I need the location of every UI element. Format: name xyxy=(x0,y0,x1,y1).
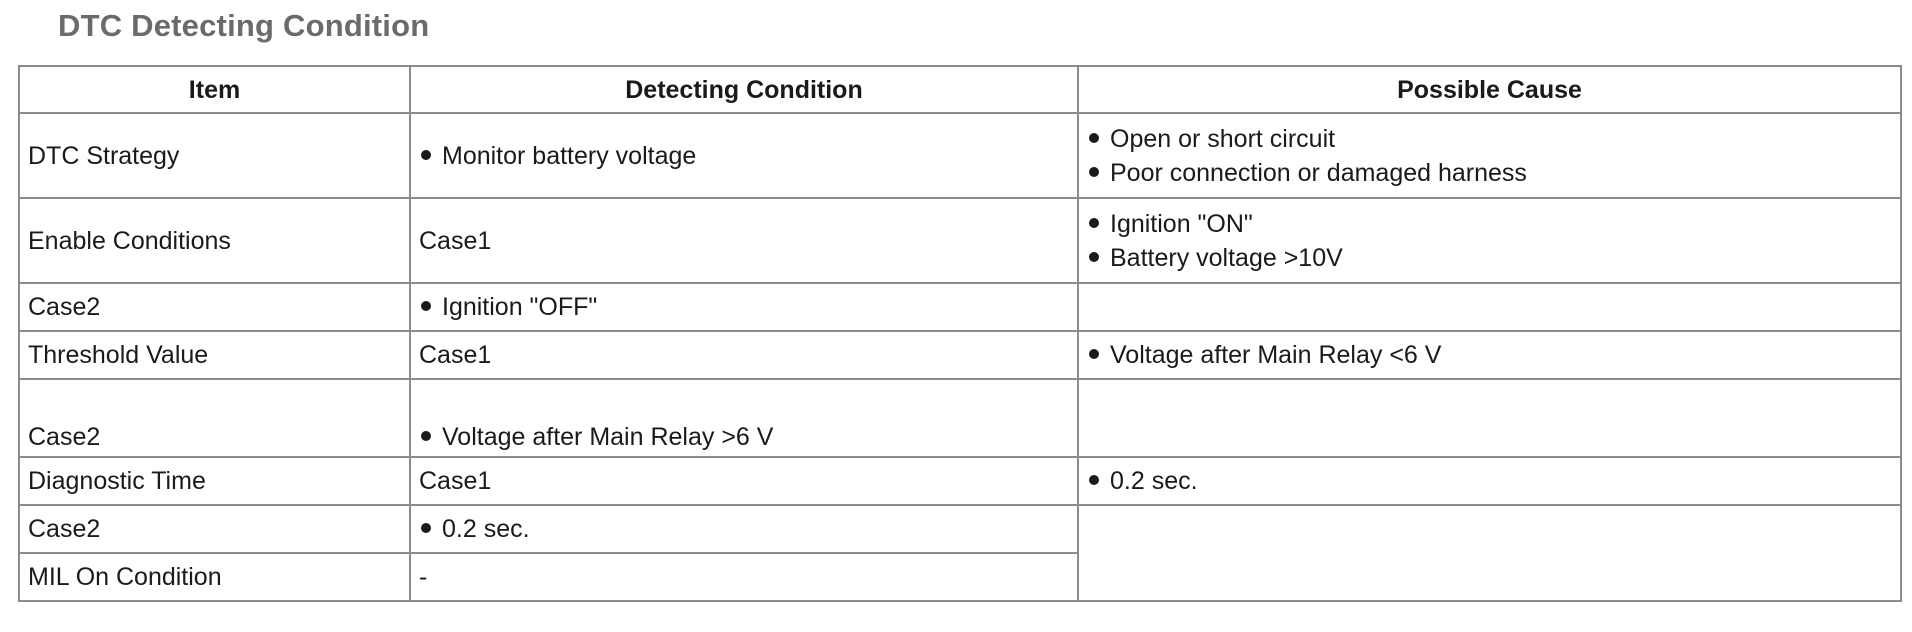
cell-item-dtc-strategy: DTC Strategy xyxy=(18,112,411,199)
cell-condition-enable-case2: Ignition "OFF" xyxy=(409,282,1079,332)
list-item: Voltage after Main Relay <6 V xyxy=(1087,338,1892,372)
table-row: MIL On Condition - xyxy=(18,552,1901,602)
cell-condition-threshold-case2: Voltage after Main Relay >6 V xyxy=(409,378,1079,458)
header-detecting-condition: Detecting Condition xyxy=(409,65,1079,114)
bullet-icon xyxy=(421,523,431,534)
bullet-icon xyxy=(421,149,431,160)
cell-condition-mil-on: - xyxy=(409,552,1079,602)
list-item: 0.2 sec. xyxy=(1087,464,1892,498)
header-possible-cause: Possible Cause xyxy=(1077,65,1902,114)
cell-condition-diagnostic-case2: 0.2 sec. xyxy=(409,504,1079,554)
list-item: Poor connection or damaged harness xyxy=(1087,156,1892,190)
bullet-text: Monitor battery voltage xyxy=(442,141,697,170)
bullet-icon xyxy=(421,431,431,442)
cell-item-enable-case2: Case2 xyxy=(18,282,411,332)
cell-cause-threshold-case2-empty xyxy=(1077,378,1902,458)
bullet-icon xyxy=(421,301,431,312)
list-item: Voltage after Main Relay >6 V xyxy=(419,420,1069,454)
bullet-text: Ignition "OFF" xyxy=(442,293,598,321)
bullet-icon xyxy=(1089,251,1099,262)
bullet-icon xyxy=(1089,217,1099,228)
cell-condition-diagnostic-case1: Case1 xyxy=(409,456,1079,506)
bullet-text: Poor connection or damaged harness xyxy=(1110,158,1527,187)
bullet-text: Ignition "ON" xyxy=(1110,209,1253,238)
cell-condition-dtc-strategy: Monitor battery voltage xyxy=(409,112,1079,199)
table-row: Diagnostic Time Case1 0.2 sec. xyxy=(18,456,1902,506)
cell-cause-enable-case2-empty xyxy=(1077,282,1902,332)
list-item: Battery voltage >10V xyxy=(1087,241,1892,275)
cell-item-enable-conditions: Enable Conditions xyxy=(18,197,411,284)
table-header-row: Item Detecting Condition Possible Cause xyxy=(18,65,1902,114)
dtc-detecting-condition-table: Item Detecting Condition Possible Cause … xyxy=(18,65,1902,602)
table-row: Case2 Ignition "OFF" xyxy=(18,282,1902,332)
cell-item-diagnostic-case2: Case2 xyxy=(18,504,411,554)
page-title: DTC Detecting Condition xyxy=(58,8,430,43)
cell-item-mil-on-condition: MIL On Condition xyxy=(18,552,411,602)
bullet-text: Voltage after Main Relay <6 V xyxy=(1110,341,1442,369)
bullet-text: 0.2 sec. xyxy=(442,515,530,543)
bullet-text: Battery voltage >10V xyxy=(1110,243,1343,272)
cell-item-threshold-case2: Case2 xyxy=(18,378,411,458)
table-row: Threshold Value Case1 Voltage after Main… xyxy=(18,330,1902,380)
cell-cause-enable-conditions: Ignition "ON" Battery voltage >10V xyxy=(1077,197,1902,284)
table-row: Case2 0.2 sec. xyxy=(18,504,1902,602)
list-item: 0.2 sec. xyxy=(419,512,1069,546)
bullet-text: Open or short circuit xyxy=(1110,124,1336,153)
bullet-text: Voltage after Main Relay >6 V xyxy=(442,423,774,451)
bullet-icon xyxy=(1089,475,1099,486)
cell-cause-diagnostic-mil-empty xyxy=(1077,504,1902,602)
cell-cause-diagnostic-time: 0.2 sec. xyxy=(1077,456,1902,506)
bullet-icon xyxy=(1089,349,1099,360)
list-item: Open or short circuit xyxy=(1087,122,1892,156)
bullet-icon xyxy=(1089,132,1099,143)
cell-condition-enable-case1: Case1 xyxy=(409,197,1079,284)
cell-cause-threshold-value: Voltage after Main Relay <6 V xyxy=(1077,330,1902,380)
cell-item-diagnostic-time: Diagnostic Time xyxy=(18,456,411,506)
header-item: Item xyxy=(18,65,411,114)
table-row: Enable Conditions Case1 Ignition "ON" Ba… xyxy=(18,197,1902,284)
cell-cause-dtc-strategy: Open or short circuit Poor connection or… xyxy=(1077,112,1902,199)
bullet-text: 0.2 sec. xyxy=(1110,467,1198,495)
table-row: DTC Strategy Monitor battery voltage Ope… xyxy=(18,112,1902,199)
table-row: Case2 Voltage after Main Relay >6 V xyxy=(18,378,1902,458)
list-item: Ignition "OFF" xyxy=(419,290,1069,324)
cell-item-threshold-value: Threshold Value xyxy=(18,330,411,380)
cell-condition-threshold-case1: Case1 xyxy=(409,330,1079,380)
bullet-icon xyxy=(1089,166,1099,177)
list-item: Monitor battery voltage xyxy=(419,139,1069,173)
list-item: Ignition "ON" xyxy=(1087,207,1892,241)
